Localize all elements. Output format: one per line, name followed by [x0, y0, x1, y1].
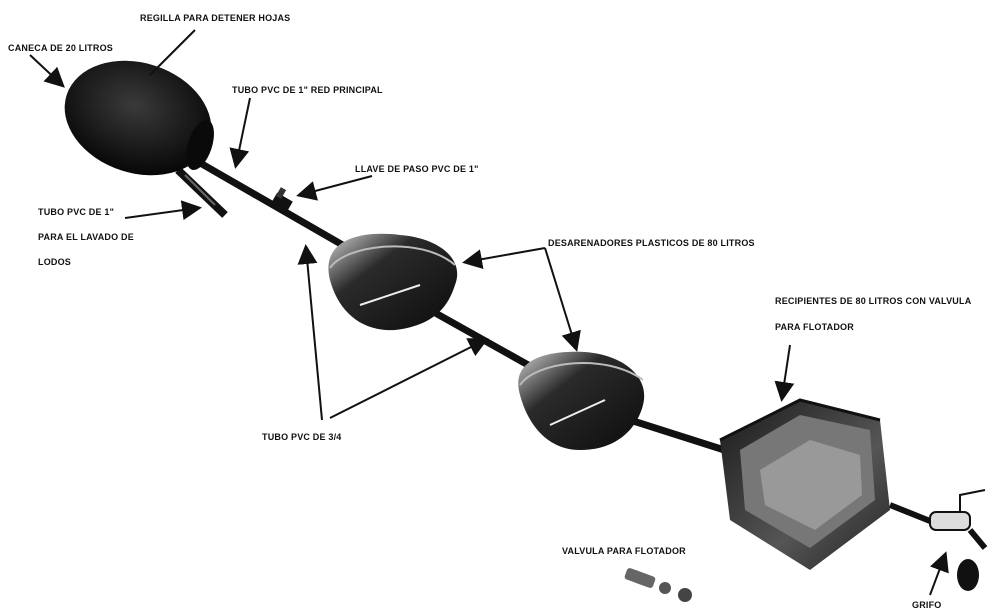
recipiente-box — [719, 398, 890, 570]
drain-pipe — [175, 167, 228, 218]
desarenador-1 — [328, 233, 458, 331]
label-tubo-lavado-3: LODOS — [38, 257, 72, 267]
label-desarenadores: DESARENADORES PLASTICOS DE 80 LITROS — [548, 238, 755, 248]
label-regilla: REGILLA PARA DETENER HOJAS — [140, 13, 291, 23]
valvula-flotador — [624, 568, 692, 602]
desarenador-2 — [518, 351, 645, 450]
label-grifo: GRIFO — [912, 600, 942, 610]
label-tubo-principal: TUBO PVC DE 1" RED PRINCIPAL — [232, 85, 383, 95]
label-recipientes-2: PARA FLOTADOR — [775, 322, 854, 332]
label-valvula: VALVULA PARA FLOTADOR — [562, 546, 686, 556]
label-caneca: CANECA DE 20 LITROS — [8, 43, 113, 53]
annotation-arrows — [29, 29, 949, 596]
label-tubo-lavado-1: TUBO PVC DE 1" — [38, 207, 115, 217]
llave-valve — [269, 187, 293, 216]
label-tubo-34: TUBO PVC DE 3/4 — [262, 432, 342, 442]
label-recipientes-1: RECIPIENTES DE 80 LITROS CON VALVULA — [775, 296, 972, 306]
caneca-barrel — [64, 60, 214, 176]
label-tubo-lavado-2: PARA EL LAVADO DE — [38, 232, 134, 242]
label-llave: LLAVE DE PASO PVC DE 1" — [355, 164, 479, 174]
grifo-faucet — [929, 489, 988, 591]
